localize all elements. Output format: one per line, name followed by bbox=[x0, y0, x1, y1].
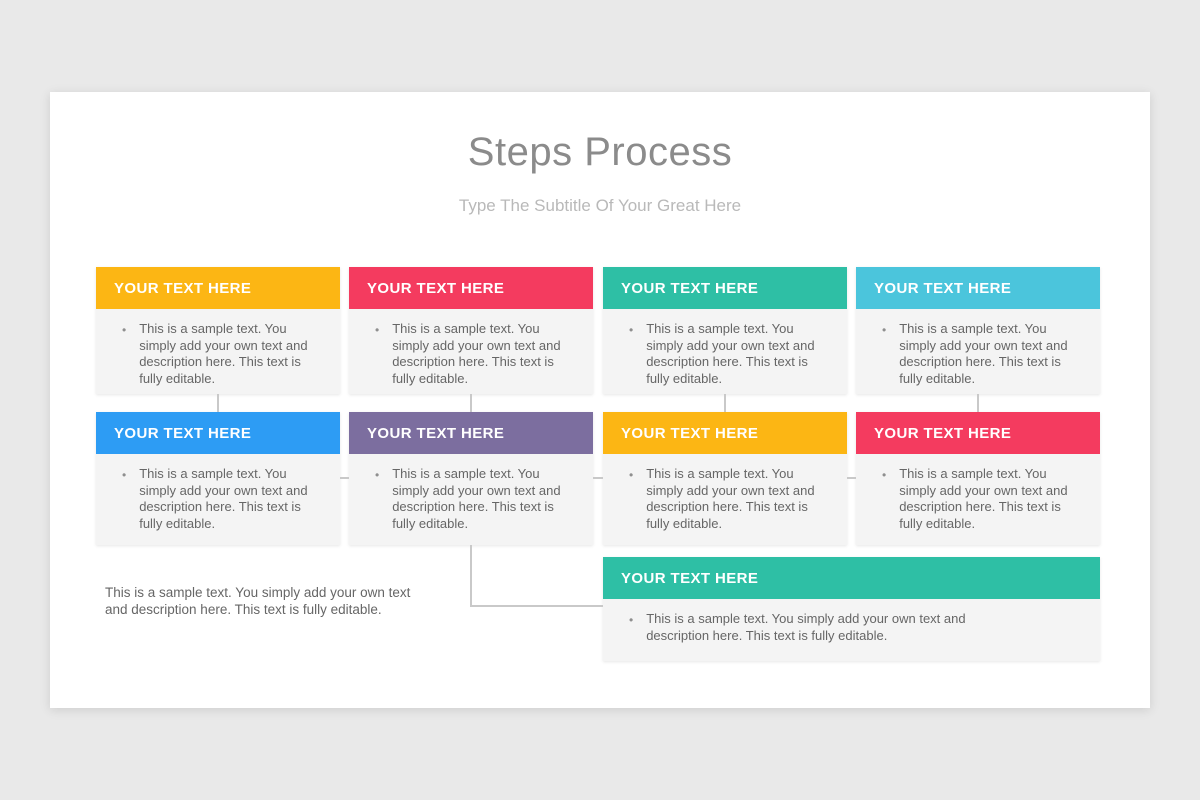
connector-elbow-vertical bbox=[470, 545, 472, 607]
step-card-wide-body: • This is a sample text. You simply add … bbox=[603, 599, 1100, 661]
step-card-5-header: YOUR TEXT HERE bbox=[96, 412, 340, 454]
step-card-8-title: YOUR TEXT HERE bbox=[874, 424, 1012, 442]
step-card-2: YOUR TEXT HERE • This is a sample text. … bbox=[349, 267, 593, 394]
step-card-2-body: • This is a sample text. You simply add … bbox=[349, 309, 593, 394]
slide-title: Steps Process bbox=[467, 130, 733, 174]
step-card-3-title: YOUR TEXT HERE bbox=[621, 279, 759, 297]
note-text: This is a sample text. You simply add yo… bbox=[105, 585, 411, 617]
step-card-6-title: YOUR TEXT HERE bbox=[367, 424, 505, 442]
step-card-3-header: YOUR TEXT HERE bbox=[603, 267, 847, 309]
bullet-dot: • bbox=[375, 323, 380, 337]
bullet-dot: • bbox=[375, 468, 380, 482]
step-card-8-body: • This is a sample text. You simply add … bbox=[856, 454, 1100, 545]
connector-horizontal-2 bbox=[593, 477, 603, 479]
step-card-1-title: YOUR TEXT HERE bbox=[114, 279, 252, 297]
step-card-1-body: • This is a sample text. You simply add … bbox=[96, 309, 340, 394]
step-card-1-text: This is a sample text. You simply add yo… bbox=[139, 321, 308, 386]
step-card-7: YOUR TEXT HERE • This is a sample text. … bbox=[603, 412, 847, 545]
step-card-5-text: This is a sample text. You simply add yo… bbox=[139, 466, 308, 531]
step-card-7-text: This is a sample text. You simply add yo… bbox=[646, 466, 815, 531]
step-card-1-header: YOUR TEXT HERE bbox=[96, 267, 340, 309]
slide-subtitle: Type The Subtitle Of Your Great Here bbox=[458, 196, 742, 215]
bullet-dot: • bbox=[122, 468, 127, 482]
step-card-7-title: YOUR TEXT HERE bbox=[621, 424, 759, 442]
step-card-wide: YOUR TEXT HERE • This is a sample text. … bbox=[603, 557, 1100, 661]
bullet-dot: • bbox=[122, 323, 127, 337]
step-card-2-header: YOUR TEXT HERE bbox=[349, 267, 593, 309]
bullet-dot: • bbox=[629, 613, 634, 627]
bullet-dot: • bbox=[629, 468, 634, 482]
step-card-6-text: This is a sample text. You simply add yo… bbox=[392, 466, 561, 531]
step-card-4-title: YOUR TEXT HERE bbox=[874, 279, 1012, 297]
step-card-1: YOUR TEXT HERE • This is a sample text. … bbox=[96, 267, 340, 394]
connector-horizontal-3 bbox=[847, 477, 856, 479]
bullet-dot: • bbox=[629, 323, 634, 337]
step-card-wide-text: This is a sample text. You simply add yo… bbox=[646, 611, 966, 643]
connector-horizontal-1 bbox=[340, 477, 349, 479]
step-card-4-header: YOUR TEXT HERE bbox=[856, 267, 1100, 309]
step-card-4-text: This is a sample text. You simply add yo… bbox=[899, 321, 1068, 386]
step-card-7-body: • This is a sample text. You simply add … bbox=[603, 454, 847, 545]
step-card-4-body: • This is a sample text. You simply add … bbox=[856, 309, 1100, 394]
step-card-3: YOUR TEXT HERE • This is a sample text. … bbox=[603, 267, 847, 394]
connector-elbow-horizontal bbox=[471, 605, 603, 607]
bullet-dot: • bbox=[882, 323, 887, 337]
step-card-5-body: • This is a sample text. You simply add … bbox=[96, 454, 340, 545]
step-card-4: YOUR TEXT HERE • This is a sample text. … bbox=[856, 267, 1100, 394]
slide: Steps Process Type The Subtitle Of Your … bbox=[50, 92, 1150, 708]
connector-vertical-3 bbox=[724, 394, 726, 412]
step-card-2-text: This is a sample text. You simply add yo… bbox=[392, 321, 561, 386]
connector-vertical-2 bbox=[470, 394, 472, 412]
step-card-3-text: This is a sample text. You simply add yo… bbox=[646, 321, 815, 386]
connector-vertical-4 bbox=[977, 394, 979, 412]
step-card-8-header: YOUR TEXT HERE bbox=[856, 412, 1100, 454]
step-card-6: YOUR TEXT HERE • This is a sample text. … bbox=[349, 412, 593, 545]
step-card-5-title: YOUR TEXT HERE bbox=[114, 424, 252, 442]
step-card-6-body: • This is a sample text. You simply add … bbox=[349, 454, 593, 545]
step-card-2-title: YOUR TEXT HERE bbox=[367, 279, 505, 297]
step-card-3-body: • This is a sample text. You simply add … bbox=[603, 309, 847, 394]
step-card-8: YOUR TEXT HERE • This is a sample text. … bbox=[856, 412, 1100, 545]
step-card-6-header: YOUR TEXT HERE bbox=[349, 412, 593, 454]
step-card-7-header: YOUR TEXT HERE bbox=[603, 412, 847, 454]
step-card-wide-title: YOUR TEXT HERE bbox=[621, 569, 759, 587]
connector-vertical-1 bbox=[217, 394, 219, 412]
step-card-wide-header: YOUR TEXT HERE bbox=[603, 557, 1100, 599]
bullet-dot: • bbox=[882, 468, 887, 482]
step-card-8-text: This is a sample text. You simply add yo… bbox=[899, 466, 1068, 531]
step-card-5: YOUR TEXT HERE • This is a sample text. … bbox=[96, 412, 340, 545]
